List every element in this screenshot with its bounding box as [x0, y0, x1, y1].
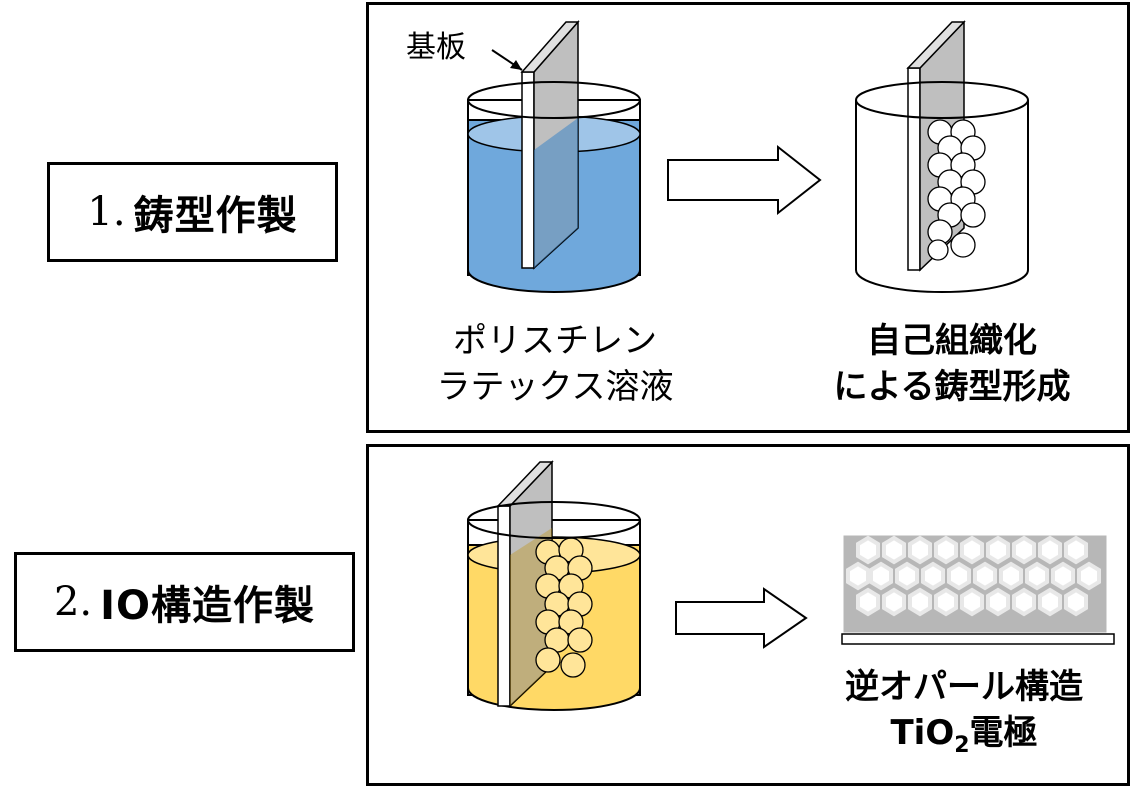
- process-arrow-step2: [675, 587, 808, 649]
- process-arrow-step1: [667, 144, 822, 216]
- step2-title: IO構造作製: [100, 583, 316, 629]
- step1-number: 1.: [87, 189, 126, 235]
- beaker-precursor-solution: [467, 460, 641, 711]
- step1-label-box: 1. 鋳型作製: [47, 162, 338, 262]
- infiltrated-beads: [535, 537, 593, 678]
- io-hex-row-3: [856, 587, 1088, 617]
- self-assembly-caption: 自己組織化 による鋳型形成: [833, 321, 1071, 407]
- step2-number: 2.: [53, 579, 93, 625]
- step1-diagram: [467, 20, 1029, 293]
- beaker-latex-solution: [467, 20, 641, 293]
- io-hex-row-1: [856, 535, 1088, 565]
- beaker-self-assembly: [855, 20, 1029, 293]
- substrate-label: 基板: [406, 30, 466, 65]
- tio2-electrode-line: TiO2電極: [890, 713, 1038, 758]
- inverse-opal-structure: [840, 532, 1115, 645]
- io-hex-row-2: [846, 561, 1101, 591]
- tio2-substrate-plate: [841, 633, 1115, 645]
- step2-label-box: 2. IO構造作製: [14, 552, 355, 652]
- inverse-opal-caption: 逆オパール構造 TiO2電極: [812, 664, 1116, 769]
- template-beads: [927, 119, 986, 261]
- substrate-pointer-arrowhead: [510, 60, 522, 70]
- step1-title: 鋳型作製: [133, 193, 298, 239]
- latex-solution-caption: ポリスチレン ラテックス溶液: [436, 321, 674, 407]
